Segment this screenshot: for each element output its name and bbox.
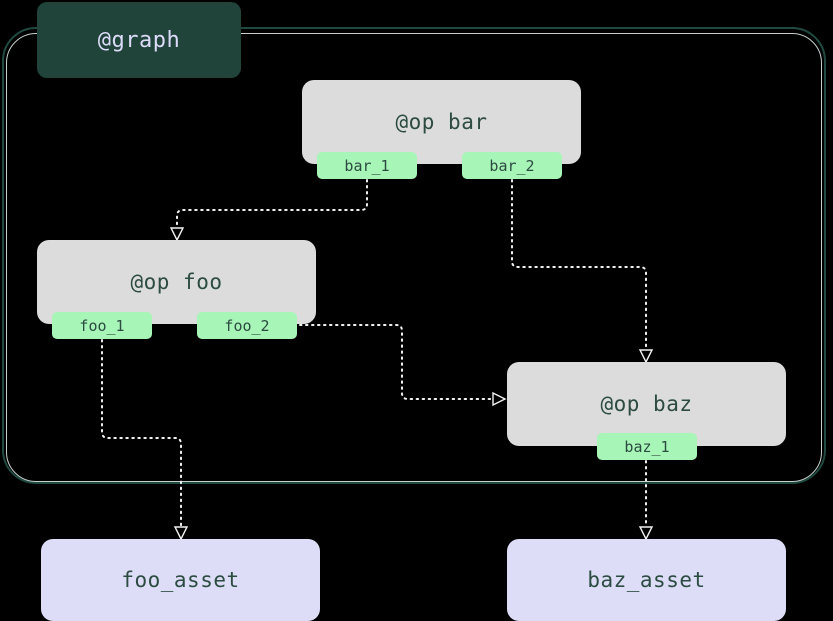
op-node-label: @op foo	[130, 270, 223, 294]
asset-node-label: foo_asset	[121, 568, 240, 592]
op-node-label: @op baz	[600, 392, 693, 416]
op-node-foo[interactable]: @op foo	[37, 240, 316, 324]
port-bar-2[interactable]: bar_2	[462, 152, 562, 179]
port-label: foo_1	[79, 316, 125, 335]
port-label: bar_1	[344, 156, 390, 175]
port-foo-1[interactable]: foo_1	[52, 312, 152, 339]
port-label: baz_1	[624, 437, 670, 456]
port-foo-2[interactable]: foo_2	[197, 312, 297, 339]
graph-title-chip[interactable]: @graph	[37, 2, 241, 78]
port-label: foo_2	[224, 316, 270, 335]
op-node-label: @op bar	[395, 110, 488, 134]
port-label: bar_2	[489, 156, 535, 175]
asset-node-foo-asset[interactable]: foo_asset	[41, 539, 320, 621]
graph-container-inner-border	[6, 33, 822, 482]
port-bar-1[interactable]: bar_1	[317, 152, 417, 179]
graph-container	[2, 27, 826, 484]
port-baz-1[interactable]: baz_1	[597, 433, 697, 460]
asset-node-label: baz_asset	[587, 568, 706, 592]
op-node-bar[interactable]: @op bar	[302, 80, 581, 164]
asset-node-baz-asset[interactable]: baz_asset	[507, 539, 786, 621]
graph-title-label: @graph	[97, 27, 181, 53]
op-node-baz[interactable]: @op baz	[507, 362, 786, 446]
